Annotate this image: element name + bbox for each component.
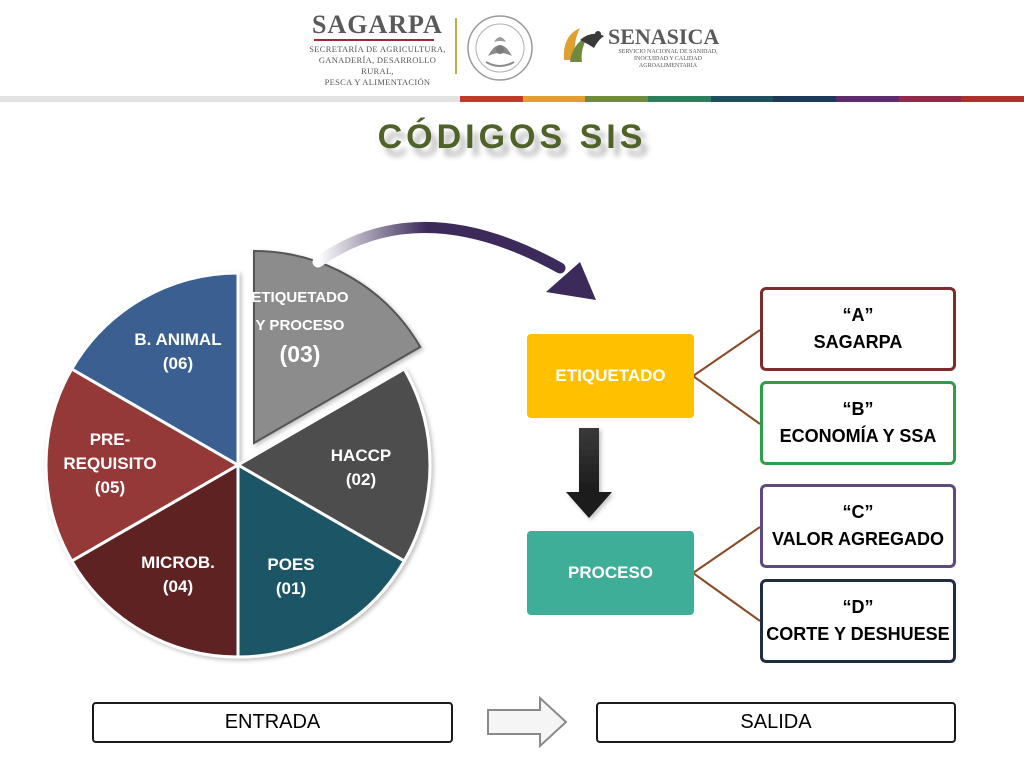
- connector-line: [692, 572, 761, 622]
- slice-code: (03): [279, 341, 321, 367]
- entrada-to-salida-arrow-icon: [487, 695, 568, 749]
- sagarpa-logo-bar: [314, 39, 434, 41]
- pie-slice-microb: [69, 462, 240, 659]
- slice-text-line: ETIQUETADO: [251, 289, 349, 306]
- slice-label-banimal: B. ANIMAL (06): [118, 328, 238, 376]
- slice-text-line: MICROB.: [141, 553, 215, 572]
- connector-line: [692, 329, 761, 377]
- pie-slice-etiquetado-proceso: [253, 249, 422, 445]
- output-label: VALOR AGREGADO: [771, 529, 944, 549]
- salida-box: SALIDA: [596, 702, 956, 743]
- slice-label-etiquetado-proceso: ETIQUETADO Y PROCESO (03): [250, 284, 350, 368]
- senasica-subtitle-line: AGROALIMENTARIA: [638, 63, 698, 69]
- output-box-a: “A” SAGARPA: [760, 287, 956, 371]
- output-letter: “D”: [842, 597, 874, 617]
- slice-label-poes: POES (01): [248, 553, 334, 601]
- slice-text-line: REQUISITO: [63, 454, 157, 473]
- output-letter: “A”: [842, 305, 874, 325]
- output-box-d: “D” CORTE Y DESHUESE: [760, 579, 956, 663]
- header-color-bar: [836, 96, 900, 102]
- slice-label-haccp: HACCP (02): [318, 444, 404, 492]
- logo-divider: [455, 18, 457, 74]
- output-letter: “C”: [842, 502, 874, 522]
- output-label: SAGARPA: [813, 332, 903, 352]
- page-title: CÓDIGOS SIS: [377, 118, 647, 156]
- senasica-subtitle-line: SERVICIO NACIONAL DE SANIDAD,: [618, 49, 718, 55]
- output-label: CORTE Y DESHUESE: [766, 624, 950, 644]
- pie-slice-haccp: [234, 366, 432, 564]
- connector-line: [692, 375, 761, 425]
- pie-slice-banimal: [69, 271, 240, 468]
- sagarpa-subtitle-line: GANADERÍA, DESARROLLO RURAL,: [318, 55, 437, 76]
- senasica-emblem-icon: [563, 28, 604, 62]
- slice-code: (04): [162, 577, 194, 596]
- slice-code: (05): [94, 478, 126, 497]
- curved-arrow-head: [546, 262, 596, 300]
- slice-label-microb: MICROB. (04): [130, 551, 226, 599]
- slice-code: (02): [345, 470, 377, 489]
- header-color-bar: [585, 96, 649, 102]
- down-arrow-icon: [566, 428, 612, 518]
- etiquetado-box: ETIQUETADO: [527, 334, 694, 418]
- header-color-bar: [522, 96, 586, 102]
- header-color-bar: [648, 96, 712, 102]
- senasica-logo-subtitle: SERVICIO NACIONAL DE SANIDAD, INOCUIDAD …: [612, 49, 724, 70]
- output-box-c: “C” VALOR AGREGADO: [760, 484, 956, 568]
- pie-slice-poes: [236, 462, 407, 659]
- header-color-bar: [898, 96, 962, 102]
- header-color-bar: [710, 96, 774, 102]
- header-color-bar: [460, 96, 524, 102]
- proceso-box: PROCESO: [527, 531, 694, 615]
- entrada-box: ENTRADA: [92, 702, 453, 743]
- header-color-bar: [773, 96, 837, 102]
- header-color-bar: [961, 96, 1024, 102]
- senasica-subtitle-line: INOCUIDAD Y CALIDAD: [634, 56, 702, 62]
- slice-label-prerequisito: PRE- REQUISITO (05): [52, 428, 168, 500]
- connector-line: [692, 526, 761, 574]
- sagarpa-subtitle-line: SECRETARÍA DE AGRICULTURA,: [309, 44, 446, 54]
- pie-slice-prerequisito: [44, 366, 242, 564]
- slice-code: (01): [275, 579, 307, 598]
- slice-text-line: B. ANIMAL: [134, 330, 222, 349]
- slice-text-line: HACCP: [330, 446, 392, 465]
- slice-text-line: Y PROCESO: [255, 317, 345, 334]
- output-label: ECONOMÍA Y SSA: [779, 426, 937, 446]
- senasica-logo-name: SENASICA: [608, 24, 720, 49]
- output-box-b: “B” ECONOMÍA Y SSA: [760, 381, 956, 465]
- slice-code: (06): [162, 354, 194, 373]
- output-letter: “B”: [842, 399, 874, 419]
- sagarpa-logo-name: SAGARPA: [312, 10, 443, 39]
- sagarpa-logo-subtitle: SECRETARÍA DE AGRICULTURA, GANADERÍA, DE…: [305, 44, 450, 88]
- curved-arrow-to-etiquetado: [312, 221, 566, 274]
- connector-lines: [692, 329, 761, 622]
- slice-text-line: POES: [267, 555, 315, 574]
- slice-text-line: PRE-: [89, 430, 131, 449]
- pie-chart: [44, 249, 432, 659]
- mexican-seal-icon: [467, 15, 533, 81]
- sagarpa-subtitle-line: PESCA Y ALIMENTACIÓN: [324, 77, 431, 87]
